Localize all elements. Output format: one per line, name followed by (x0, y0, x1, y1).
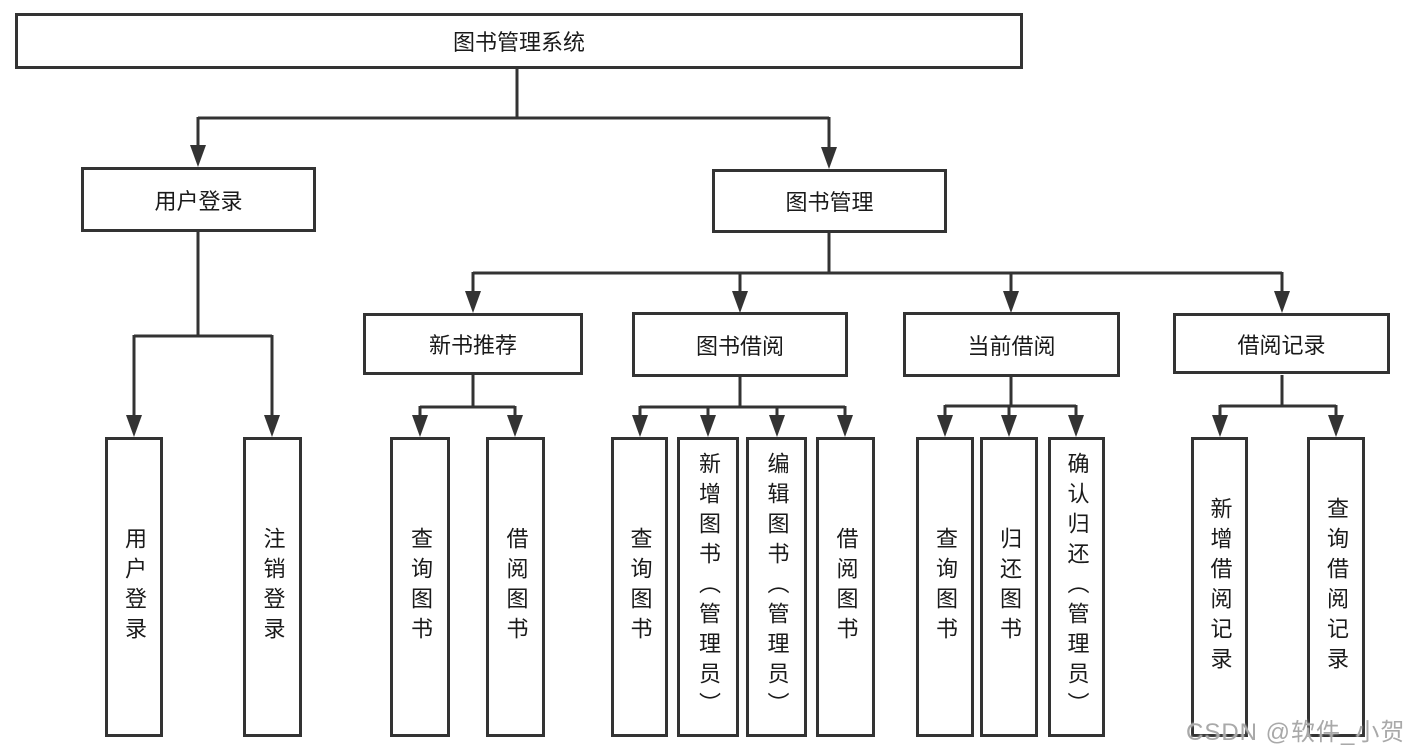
leaf-add-borrow-record: 新增借阅记录 (1191, 437, 1248, 737)
leaf-edit-books-admin: 编辑图书（管理员） (746, 437, 807, 737)
node-label: 查询图书 (627, 527, 653, 647)
node-label: 查询图书 (933, 527, 958, 647)
node-label: 借阅图书 (833, 527, 859, 647)
node-label: 注销登录 (260, 527, 286, 647)
node-new-book-recommend: 新书推荐 (363, 313, 583, 375)
node-label: 用户登录 (122, 527, 147, 647)
node-label: 图书管理系统 (452, 30, 585, 55)
leaf-query-books-recommend: 查询图书 (390, 437, 450, 737)
node-label: 图书管理 (785, 190, 874, 215)
node-label: 查询图书 (408, 527, 433, 647)
node-label: 借阅图书 (503, 527, 529, 647)
node-book-borrowing: 图书借阅 (632, 312, 848, 377)
node-label: 用户登录 (154, 188, 243, 214)
node-label: 查询借阅记录 (1324, 497, 1349, 677)
leaf-user-login: 用户登录 (105, 437, 163, 737)
node-library-management-system: 图书管理系统 (15, 13, 1023, 69)
leaf-borrow-books-recommend: 借阅图书 (486, 437, 545, 737)
leaf-add-books-admin: 新增图书（管理员） (677, 437, 739, 737)
leaf-query-books-current: 查询图书 (916, 437, 974, 737)
leaf-query-borrow-record: 查询借阅记录 (1307, 437, 1365, 737)
node-current-borrowing: 当前借阅 (903, 312, 1120, 377)
node-user-login: 用户登录 (81, 167, 316, 232)
node-label: 借阅记录 (1237, 332, 1326, 358)
csdn-watermark: CSDN @软件_小贺同学 (1186, 719, 1405, 746)
node-label: 编辑图书（管理员） (764, 452, 790, 722)
leaf-confirm-return-admin: 确认归还（管理员） (1048, 437, 1105, 737)
leaf-return-books: 归还图书 (980, 437, 1038, 737)
node-label: 当前借阅 (967, 333, 1056, 359)
leaf-query-books-borrowing: 查询图书 (611, 437, 668, 737)
leaf-logout: 注销登录 (243, 437, 302, 737)
leaf-borrow-books: 借阅图书 (816, 437, 875, 737)
node-borrow-records: 借阅记录 (1173, 313, 1390, 374)
node-label: 新增图书（管理员） (696, 452, 721, 722)
node-label: 确认归还（管理员） (1064, 452, 1090, 722)
node-label: 归还图书 (997, 527, 1022, 647)
node-label: 新增借阅记录 (1207, 497, 1233, 677)
node-label: 图书借阅 (695, 333, 784, 359)
node-label: 新书推荐 (428, 333, 517, 358)
node-book-management: 图书管理 (712, 169, 947, 233)
